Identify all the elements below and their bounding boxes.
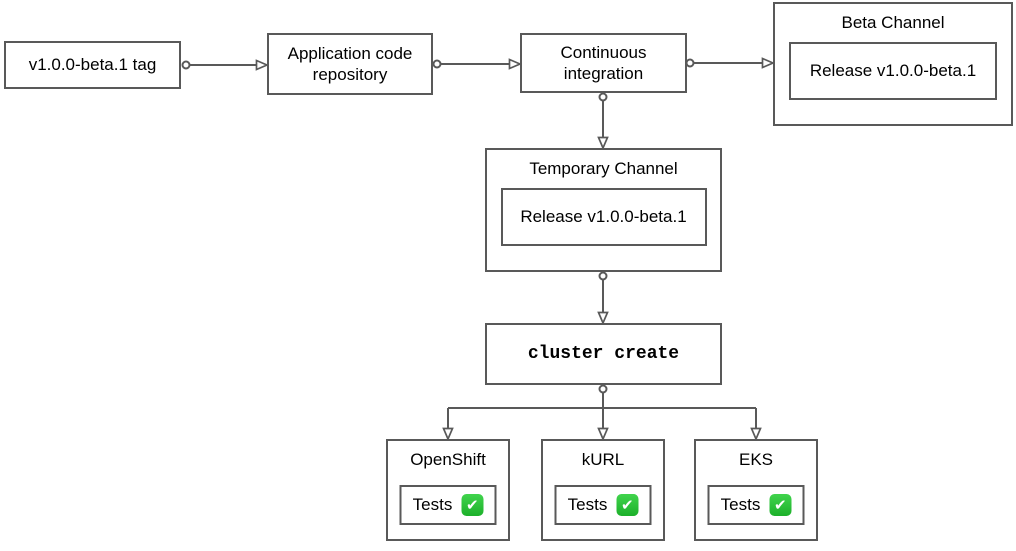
node-beta-release: Release v1.0.0-beta.1	[789, 42, 997, 100]
arrowhead-icon	[761, 57, 776, 69]
node-label: cluster create	[527, 343, 680, 364]
arrowhead-icon	[597, 427, 609, 442]
tests-box-kurl: Tests ✔	[554, 485, 652, 525]
tests-box-openshift: Tests ✔	[399, 485, 497, 525]
edge-source-dot	[432, 59, 442, 69]
arrowhead-icon	[255, 59, 270, 71]
arrowhead-icon	[750, 427, 762, 442]
edge-source-dot	[598, 384, 608, 394]
edge-source-dot	[598, 92, 608, 102]
group-label: Beta Channel	[841, 13, 945, 32]
node-continuous-integration: Continuous integration	[520, 33, 687, 93]
node-app-code-repository: Application code repository	[267, 33, 433, 95]
edge-cluster-branches	[447, 393, 757, 428]
tests-label: Tests	[720, 495, 761, 514]
arrowhead-icon	[597, 136, 609, 151]
arrowhead-icon	[442, 427, 454, 442]
node-eks: EKS Tests ✔	[694, 439, 818, 541]
edge-source-dot	[598, 271, 608, 281]
node-temporary-release: Release v1.0.0-beta.1	[500, 188, 707, 246]
check-mark-icon: ✔	[461, 494, 484, 516]
node-label: v1.0.0-beta.1 tag	[28, 55, 157, 75]
node-label: Release v1.0.0-beta.1	[520, 207, 687, 226]
tests-label: Tests	[412, 495, 453, 514]
tests-label: Tests	[567, 495, 608, 514]
node-openshift: OpenShift Tests ✔	[386, 439, 510, 541]
group-label: OpenShift	[410, 450, 486, 469]
node-cluster-create: cluster create	[485, 323, 722, 385]
group-label: kURL	[581, 450, 625, 469]
arrowhead-icon	[597, 311, 609, 326]
node-label: Release v1.0.0-beta.1	[809, 61, 977, 80]
check-mark-icon: ✔	[769, 494, 792, 516]
check-mark-icon: ✔	[616, 494, 639, 516]
node-version-tag: v1.0.0-beta.1 tag	[4, 41, 181, 89]
node-beta-channel: Beta Channel Release v1.0.0-beta.1	[773, 2, 1013, 126]
node-temporary-channel: Temporary Channel Release v1.0.0-beta.1	[485, 148, 722, 272]
arrowhead-icon	[508, 58, 523, 70]
group-label: EKS	[738, 450, 774, 469]
edge-source-dot	[685, 58, 695, 68]
node-label: Continuous integration	[560, 42, 647, 83]
group-label: Temporary Channel	[529, 159, 678, 178]
edge-source-dot	[181, 60, 191, 70]
node-kurl: kURL Tests ✔	[541, 439, 665, 541]
node-label: Application code repository	[287, 43, 413, 84]
tests-box-eks: Tests ✔	[707, 485, 805, 525]
